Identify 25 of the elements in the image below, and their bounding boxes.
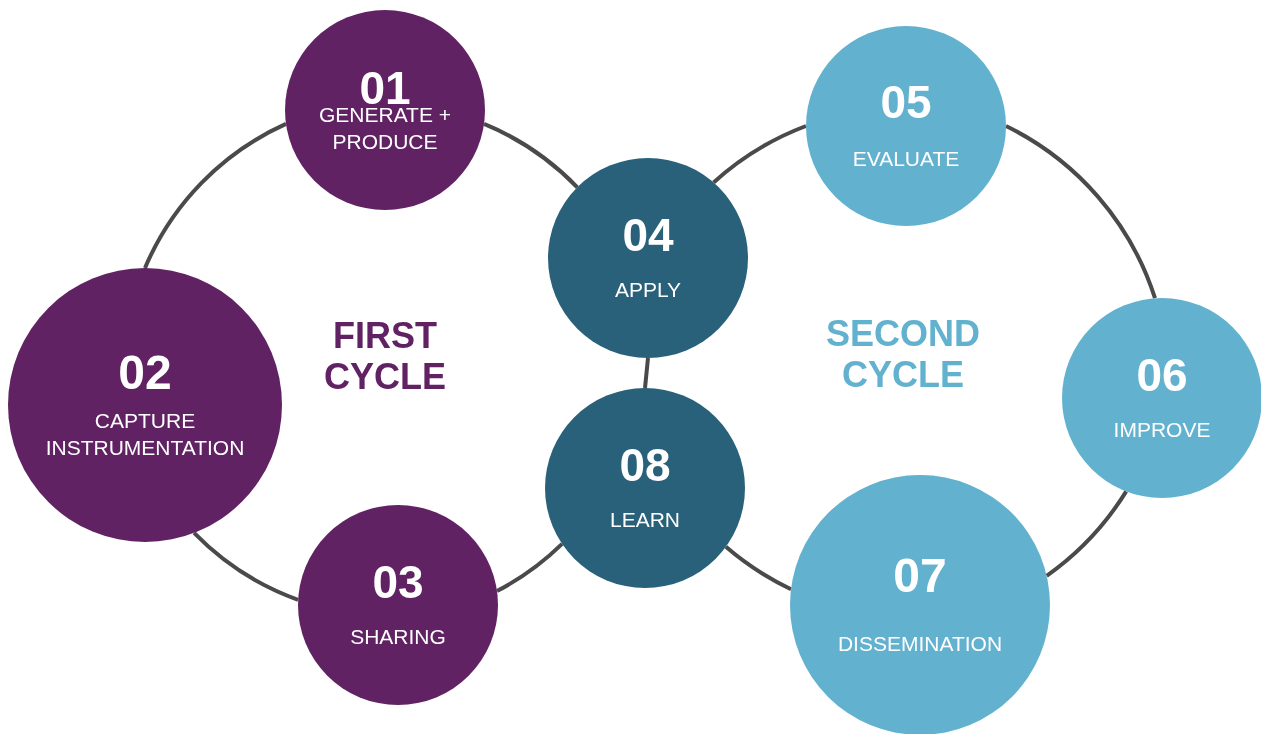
step-label: CAPTURE INSTRUMENTATION	[44, 407, 246, 461]
step-number: 03	[372, 559, 424, 606]
step-number: 06	[1136, 352, 1188, 399]
connector-line	[483, 122, 579, 189]
step-label: APPLY	[614, 277, 682, 304]
step-number: 05	[880, 79, 932, 126]
step-label: SHARING	[350, 624, 446, 651]
connector-line	[724, 545, 792, 591]
connector-line	[1045, 490, 1128, 578]
connector-line	[143, 122, 287, 269]
step-number: 04	[622, 212, 674, 259]
cycle-title: SECOND CYCLE	[825, 313, 981, 396]
step-number: 02	[118, 348, 172, 397]
step-label: EVALUATE	[852, 146, 960, 173]
connector-line	[712, 124, 807, 185]
connector-line	[1005, 124, 1157, 299]
step-number: 07	[893, 552, 947, 601]
connector-line	[496, 542, 564, 593]
connector-line	[643, 357, 650, 389]
connector-line	[192, 531, 299, 602]
cycle-title: FIRST CYCLE	[323, 315, 447, 398]
step-label: DISSEMINATION	[837, 631, 1003, 658]
step-number: 08	[619, 442, 671, 489]
step-label: LEARN	[610, 507, 680, 534]
step-label: IMPROVE	[1113, 417, 1211, 444]
